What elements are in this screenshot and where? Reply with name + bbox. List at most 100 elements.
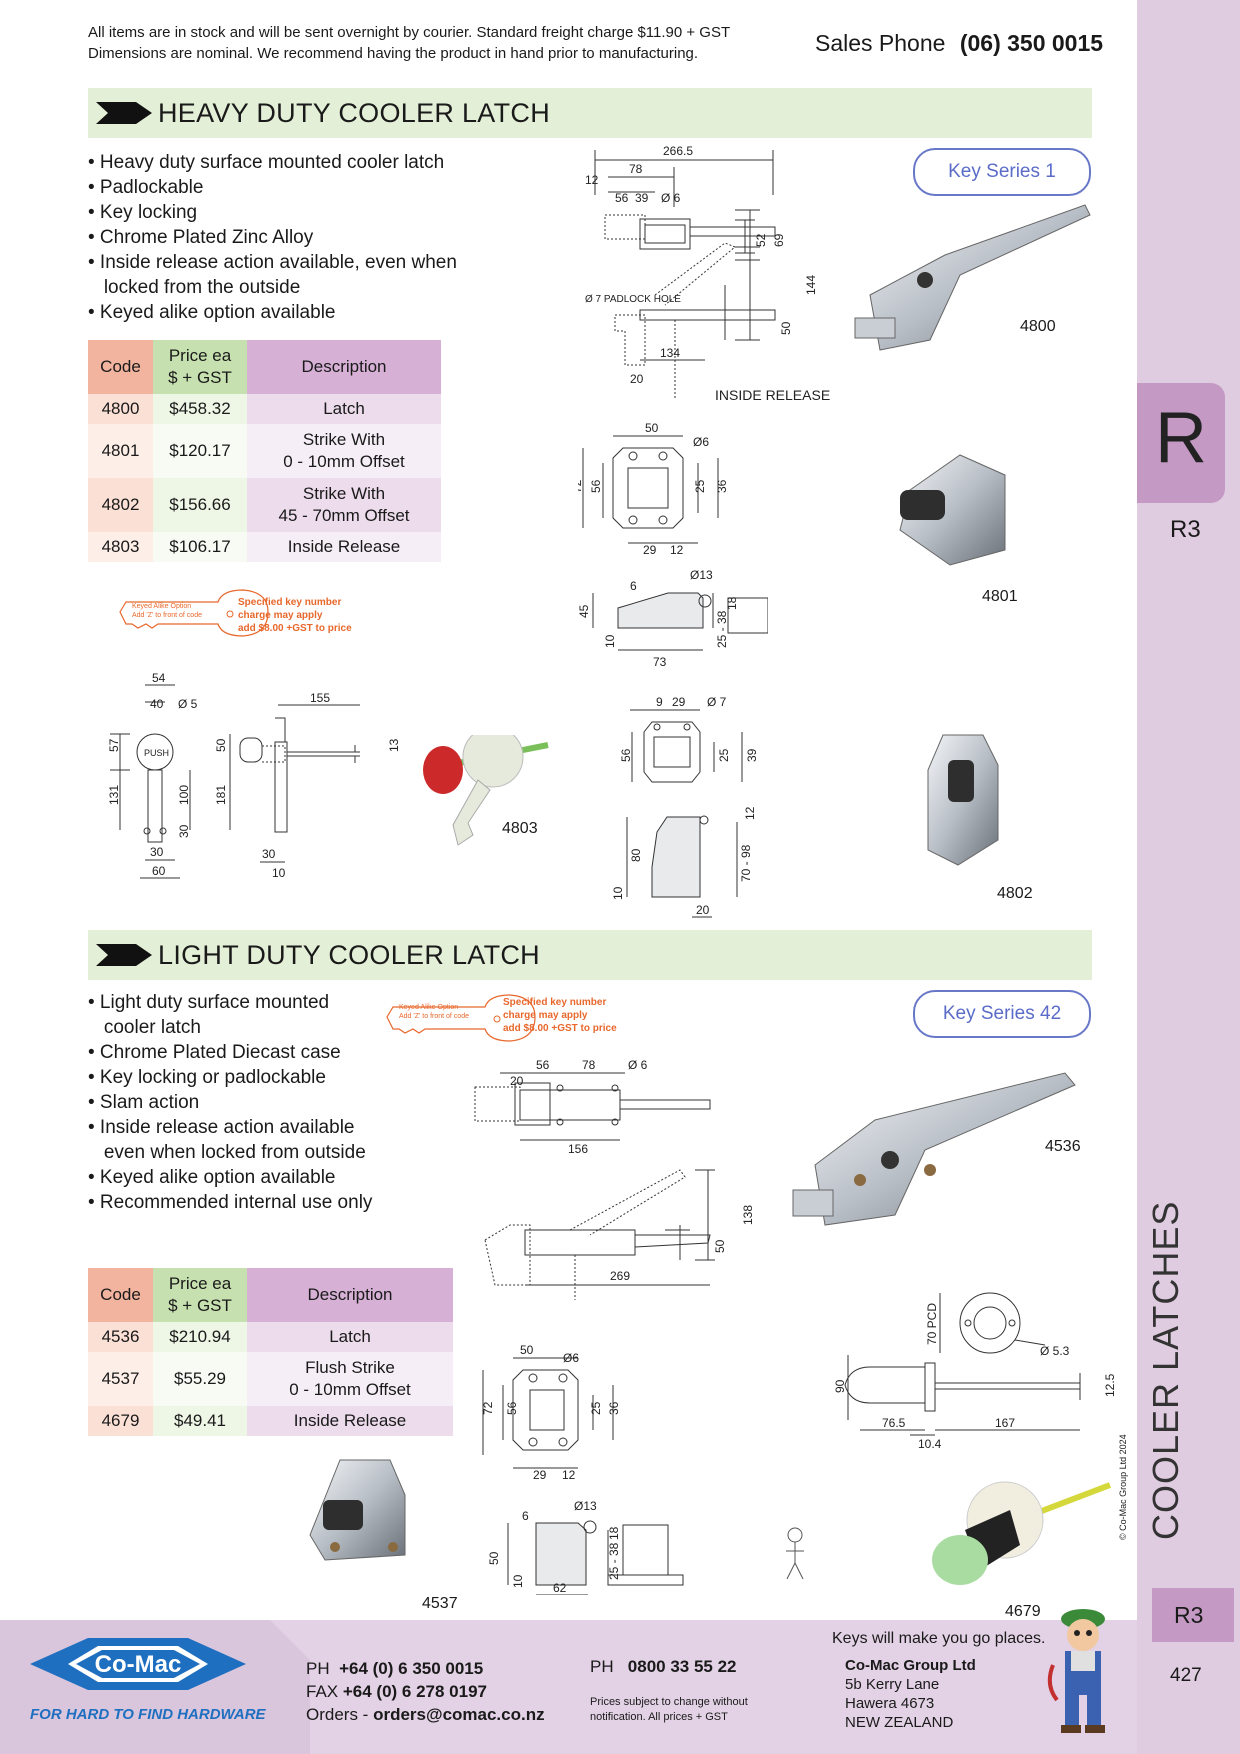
light-feature-list: • Light duty surface mounted cooler latc… (88, 990, 372, 1215)
dim-144: 144 (804, 275, 818, 295)
row-desc: Inside Release (247, 532, 441, 562)
row-code: 4801 (88, 424, 153, 478)
dim-s18: 18 (725, 596, 739, 610)
key-series-42-button[interactable]: Key Series 42 (913, 990, 1091, 1038)
company-name: Co-Mac Group Ltd (845, 1657, 976, 1674)
dim-s25: 25 (589, 1401, 603, 1415)
inside-release-4803-photo (423, 735, 549, 846)
dim-d50: 50 (713, 1239, 727, 1253)
dim-d167: 167 (995, 1416, 1015, 1430)
dim-t12: 12 (743, 806, 757, 820)
category-vertical-title: COOLER LATCHES (1145, 1200, 1186, 1540)
disclaimer-line2: notification. All prices + GST (590, 1711, 728, 1723)
dim-6: Ø 6 (661, 191, 681, 205)
keyed-tag: Keyed Alike Option Add 'Z' to front of c… (132, 602, 202, 620)
header-description: Description (247, 340, 441, 394)
dim-t29: 29 (672, 695, 686, 709)
notice-line-2: Dimensions are nominal. We recommend hav… (88, 45, 699, 62)
dim-r131: 131 (107, 785, 121, 805)
list-item: cooler latch (88, 1017, 201, 1038)
list-item: • Chrome Plated Zinc Alloy (88, 227, 314, 248)
row-code: 4536 (88, 1322, 153, 1352)
dim-t7098: 70 - 98 (739, 844, 753, 882)
phone-number[interactable]: +64 (0) 6 350 0015 (339, 1659, 484, 1678)
dim-d90: 90 (833, 1379, 847, 1393)
dim-s56: 56 (589, 479, 603, 493)
dim-s45: 45 (578, 604, 591, 618)
list-item: even when locked from outside (88, 1142, 366, 1163)
section-tab-r[interactable]: R (1137, 383, 1225, 503)
push-label: PUSH (144, 748, 169, 758)
dim-s6: Ø6 (563, 1351, 579, 1365)
latch-4800-drawing: 266.5 12 78 56 39 Ø 6 52 69 Ø 7 PADLOCK … (585, 144, 830, 403)
row-price: $106.17 (153, 532, 247, 562)
product-label-4536: 4536 (1045, 1138, 1081, 1155)
product-label-4537: 4537 (422, 1595, 458, 1612)
row-code: 4679 (88, 1406, 153, 1436)
dim-r40: 40 (150, 697, 164, 711)
freephone-line: PH 0800 33 55 22 (590, 1657, 737, 1677)
stock-notice: All items are in stock and will be sent … (88, 22, 788, 64)
logo-text: Co-Mac (95, 1651, 182, 1678)
company-address: Co-Mac Group Ltd 5b Kerry Lane Hawera 46… (845, 1656, 976, 1732)
product-label-4679: 4679 (1005, 1603, 1041, 1620)
strike-4537-photo (309, 1459, 406, 1561)
row-price: $156.66 (153, 478, 247, 532)
orders-label: Orders - (306, 1705, 369, 1724)
dim-s50b: 50 (487, 1551, 501, 1565)
dim-d125: 12.5 (1103, 1373, 1117, 1397)
dim-d78: 78 (582, 1058, 596, 1072)
comac-logo[interactable]: Co-Mac (28, 1628, 248, 1700)
dim-d269: 269 (610, 1269, 630, 1283)
keyed-tag-line1: Keyed Alike Option (132, 603, 192, 610)
row-code: 4803 (88, 532, 153, 562)
row-code: 4802 (88, 478, 153, 532)
table-row: 4803 $106.17 Inside Release (88, 532, 441, 562)
header-price-line2: $ + GST (168, 368, 232, 387)
phone-label: PH (306, 1659, 330, 1678)
latch-4800-photo (854, 204, 1091, 351)
keyed-alike-note: Keyed Alike Option Add 'Z' to front of c… (385, 993, 625, 1045)
list-item: • Key locking or padlockable (88, 1067, 326, 1088)
row-desc-line1: Flush Strike (305, 1358, 395, 1377)
mascot-sketch-icon (786, 1527, 804, 1580)
dim-s6b: 6 (630, 579, 637, 593)
dim-s72: 72 (578, 479, 584, 493)
heavy-section-title: HEAVY DUTY COOLER LATCH (158, 98, 550, 128)
key-series-1-button[interactable]: Key Series 1 (913, 148, 1091, 196)
light-section-title: LIGHT DUTY COOLER LATCH (158, 940, 540, 970)
keyed-text-line1: Specified key number (238, 597, 342, 608)
list-item: locked from the outside (88, 277, 301, 298)
list-item: • Chrome Plated Diecast case (88, 1042, 341, 1063)
dim-52: 52 (754, 233, 768, 247)
dim-s36: 36 (715, 479, 729, 493)
page-number: 427 (1170, 1665, 1202, 1686)
row-price: $55.29 (153, 1352, 247, 1406)
sales-phone-number: (06) 350 0015 (959, 30, 1104, 56)
list-item: • Inside release action available (88, 1117, 355, 1138)
dim-t39: 39 (745, 748, 759, 762)
keyed-tag: Keyed Alike Option Add 'Z' to front of c… (399, 1003, 469, 1021)
dim-r181: 181 (214, 785, 228, 805)
row-code: 4800 (88, 394, 153, 424)
row-desc: Latch (247, 1322, 453, 1352)
dim-s56: 56 (505, 1401, 519, 1415)
dim-s10: 10 (511, 1574, 525, 1588)
heavy-feature-list: • Heavy duty surface mounted cooler latc… (88, 150, 457, 325)
header-price-line1: Price ea (168, 1274, 232, 1293)
dim-r60: 60 (152, 864, 166, 878)
inside-release-4803-drawing: 54 40 Ø 5 155 57 50 13 131 100 181 30 30… (107, 671, 401, 880)
list-item: • Keyed alike option available (88, 302, 336, 323)
fax-number: +64 (0) 6 278 0197 (342, 1682, 488, 1701)
orders-email-link[interactable]: orders@comac.co.nz (373, 1705, 545, 1724)
dim-pcd: 70 PCD (925, 1303, 939, 1345)
subsection-tab-label: R3 (1174, 1602, 1204, 1628)
subsection-tab[interactable]: R3 (1152, 1588, 1234, 1642)
header-price-line1: Price ea (168, 346, 232, 365)
freephone-number[interactable]: 0800 33 55 22 (627, 1657, 737, 1676)
subsection-label: R3 (1170, 516, 1201, 543)
inside-release-4679-photo (932, 1481, 1112, 1585)
